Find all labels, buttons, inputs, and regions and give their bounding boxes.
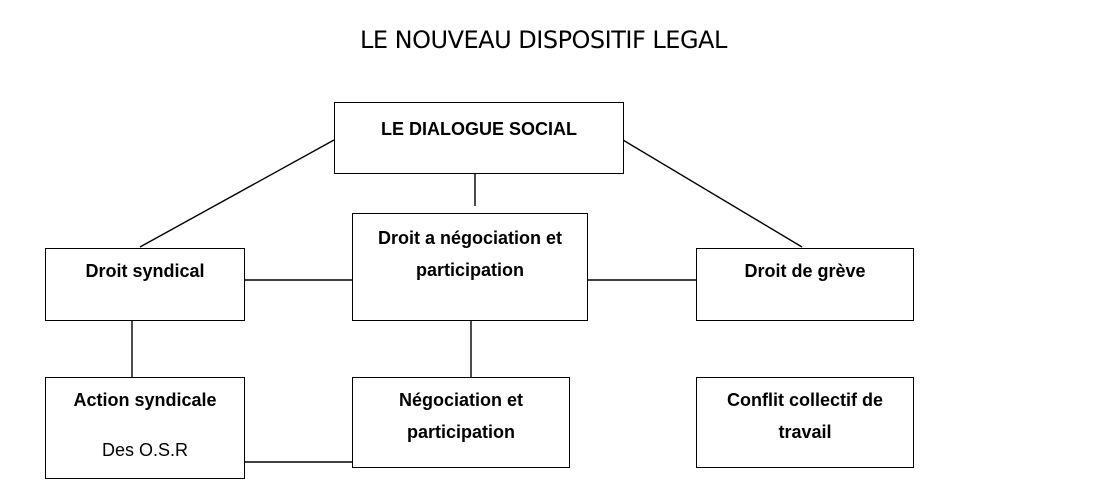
node-negociation-participation-line1: Négociation et bbox=[398, 390, 523, 410]
node-conflit-collectif-line1: Conflit collectif de bbox=[726, 390, 883, 410]
node-droit-syndical: Droit syndical bbox=[45, 248, 245, 321]
node-dialogue-social: LE DIALOGUE SOCIAL bbox=[334, 102, 624, 174]
node-droit-greve: Droit de grève bbox=[696, 248, 914, 321]
node-action-syndicale-line1: Action syndicale bbox=[73, 390, 217, 410]
node-conflit-collectif-line2: travail bbox=[778, 422, 832, 442]
diagram-title: LE NOUVEAU DISPOSITIF LEGAL bbox=[360, 26, 727, 54]
node-droit-greve-label: Droit de grève bbox=[744, 261, 866, 281]
node-conflit-collectif: Conflit collectif de travail bbox=[696, 377, 914, 468]
connector-dialogue-syndical bbox=[139, 139, 335, 248]
node-droit-syndical-label: Droit syndical bbox=[85, 261, 205, 281]
node-action-syndicale: Action syndicale Des O.S.R bbox=[45, 377, 245, 479]
node-droit-negociation-line1: Droit a négociation et bbox=[377, 228, 563, 248]
node-negociation-participation-line2: participation bbox=[406, 422, 515, 442]
node-dialogue-social-label: LE DIALOGUE SOCIAL bbox=[380, 119, 577, 139]
node-droit-negociation: Droit a négociation et participation bbox=[352, 213, 588, 321]
node-droit-negociation-line2: participation bbox=[415, 260, 524, 280]
node-negociation-participation: Négociation et participation bbox=[352, 377, 570, 468]
node-action-syndicale-line2: Des O.S.R bbox=[101, 440, 189, 460]
connector-dialogue-greve bbox=[622, 139, 803, 248]
